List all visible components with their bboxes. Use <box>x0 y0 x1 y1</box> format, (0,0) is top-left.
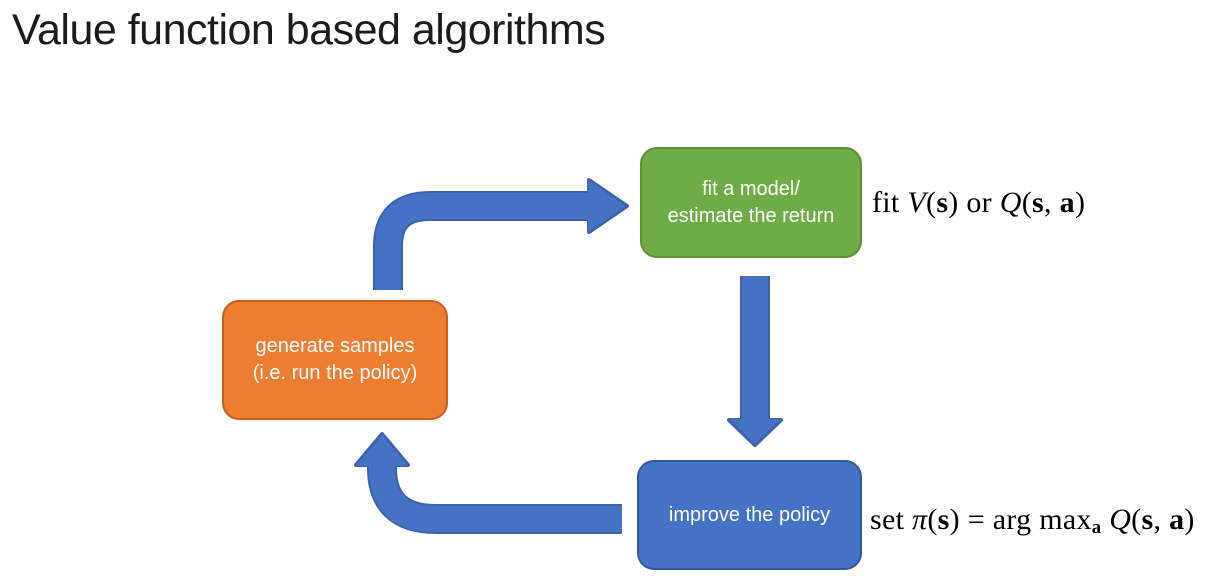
node-improve-policy-label: improve the policy <box>668 503 831 526</box>
arrow-generate-to-fit-icon <box>373 178 629 290</box>
node-improve-policy: improve the policy <box>637 460 862 570</box>
node-fit-model-label-line2: estimate the return <box>667 204 835 227</box>
node-generate-samples-label-line1: generate samples <box>255 335 415 357</box>
arrow-improve-to-generate-icon <box>354 432 622 534</box>
node-generate-samples: generate samples (i.e. run the policy) <box>222 300 448 420</box>
node-fit-model: fit a model/ estimate the return <box>640 147 862 258</box>
annotation-improve-policy: set π(s) = arg maxa Q(s, a) <box>870 503 1195 539</box>
node-fit-model-label-line1: fit a model/ <box>702 177 800 200</box>
node-generate-samples-label-line2: (i.e. run the policy) <box>252 362 418 384</box>
annotation-fit-value-function: fit V(s) or Q(s, a) <box>872 186 1086 219</box>
page-title: Value function based algorithms <box>12 6 606 54</box>
arrow-fit-to-improve-icon <box>727 276 783 447</box>
